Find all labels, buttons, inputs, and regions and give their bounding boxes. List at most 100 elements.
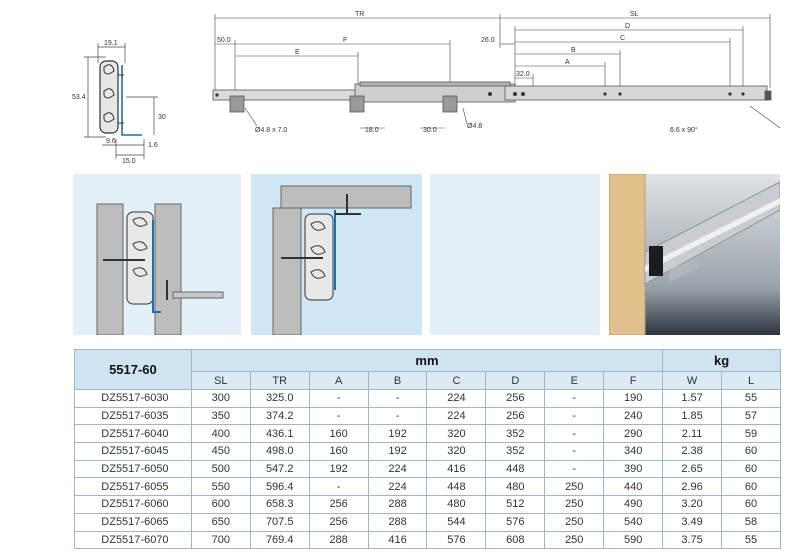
table-cell: 256 xyxy=(485,389,546,408)
table-cell: 550 xyxy=(190,477,251,497)
table-cell: 250 xyxy=(544,477,605,497)
profile-bottom-width: 15.0 xyxy=(122,158,136,165)
table-cell: 300 xyxy=(190,389,251,408)
table-cell: 160 xyxy=(308,424,369,444)
table-cell: 400 xyxy=(190,424,251,444)
table-cell: 250 xyxy=(544,512,605,532)
table-cell: 658.3 xyxy=(249,495,310,514)
profile-bottom-small: 1.6 xyxy=(148,142,158,149)
profile-drawing: 19.1 53.4 30 9.6 1.6 15.0 xyxy=(72,40,166,165)
col-header: TR xyxy=(249,371,310,390)
table-cell: 57 xyxy=(721,406,781,426)
label-26: 26.0 xyxy=(481,37,495,44)
table-cell: 192 xyxy=(367,424,428,444)
table-cell: - xyxy=(308,389,369,408)
label-d: D xyxy=(625,23,630,30)
table-cell: - xyxy=(308,477,369,497)
model-cell: DZ5517-6060 xyxy=(74,495,192,514)
table-cell: 224 xyxy=(426,389,487,408)
table-cell: 320 xyxy=(426,442,487,461)
label-18: 18.0 xyxy=(365,127,379,134)
table-cell: 288 xyxy=(367,495,428,514)
table-cell: 60 xyxy=(721,495,781,514)
col-header: B xyxy=(367,371,428,390)
table-cell: 2.96 xyxy=(662,477,723,497)
table-cell: 600 xyxy=(190,495,251,514)
model-cell: DZ5517-6050 xyxy=(74,459,192,479)
label-a: A xyxy=(565,59,570,66)
table-cell: 2.38 xyxy=(662,442,723,461)
side-mount-illustration xyxy=(96,203,224,336)
table-cell: 3.49 xyxy=(662,512,723,532)
table-cell: 700 xyxy=(190,530,251,550)
profile-bottom-left: 9.6 xyxy=(106,138,116,145)
table-cell: - xyxy=(544,424,605,444)
table-cell: 60 xyxy=(721,477,781,497)
table-cell: 1.57 xyxy=(662,389,723,408)
panel-blank xyxy=(430,174,600,335)
profile-inner-height: 30 xyxy=(158,114,166,121)
rail-drawing: TR SL D C B A F E 50.0 26.0 32.0 Ø4.8 x … xyxy=(212,11,781,134)
model-cell: DZ5517-6045 xyxy=(74,442,192,461)
model-cell: DZ5517-6070 xyxy=(74,530,192,550)
table-cell: 192 xyxy=(367,442,428,461)
table-cell: 59 xyxy=(721,424,781,444)
table-cell: 192 xyxy=(308,459,369,479)
table-cell: - xyxy=(544,389,605,408)
table-cell: 224 xyxy=(426,406,487,426)
table-cell: 2.11 xyxy=(662,424,723,444)
table-cell: 547.2 xyxy=(249,459,310,479)
col-header: SL xyxy=(190,371,251,390)
table-cell: 256 xyxy=(485,406,546,426)
table-cell: 3.75 xyxy=(662,530,723,550)
profile-height: 53.4 xyxy=(72,94,86,101)
table-cell: 448 xyxy=(485,459,546,479)
table-cell: 769.4 xyxy=(249,530,310,550)
panel-product-photo xyxy=(609,174,780,335)
table-cell: 707.5 xyxy=(249,512,310,532)
table-cell: - xyxy=(544,406,605,426)
table-cell: 2.65 xyxy=(662,459,723,479)
col-header: D xyxy=(485,371,546,390)
table-cell: 256 xyxy=(308,512,369,532)
table-cell: 352 xyxy=(485,442,546,461)
panel-side-mount xyxy=(73,174,241,336)
table-cell: 500 xyxy=(190,459,251,479)
label-50: 50.0 xyxy=(217,37,231,44)
label-32: 32.0 xyxy=(516,71,530,78)
table-cell: 576 xyxy=(426,530,487,550)
label-c: C xyxy=(620,35,625,42)
label-f: F xyxy=(343,37,347,44)
table-cell: 288 xyxy=(308,530,369,550)
table-cell: - xyxy=(367,389,428,408)
label-30: 30.0 xyxy=(423,127,437,134)
table-cell: 256 xyxy=(308,495,369,514)
col-header: A xyxy=(308,371,369,390)
table-cell: 498.0 xyxy=(249,442,310,461)
table-cell: 224 xyxy=(367,459,428,479)
model-cell: DZ5517-6055 xyxy=(74,477,192,497)
table-cell: - xyxy=(544,459,605,479)
table-cell: 436.1 xyxy=(249,424,310,444)
table-cell: 480 xyxy=(485,477,546,497)
table-cell: 55 xyxy=(721,530,781,550)
table-cell: 250 xyxy=(544,495,605,514)
table-cell: 290 xyxy=(603,424,664,444)
label-e: E xyxy=(295,49,300,56)
table-cell: 416 xyxy=(426,459,487,479)
under-mount-illustration xyxy=(272,185,412,336)
spec-table: 5517-60 mm kg SL TR A B C D E F W L DZ55… xyxy=(74,349,781,550)
col-header: C xyxy=(426,371,487,390)
table-cell: 448 xyxy=(426,477,487,497)
col-header: L xyxy=(721,371,781,390)
table-cell: 55 xyxy=(721,389,781,408)
profile-width-top: 19.1 xyxy=(104,40,118,47)
